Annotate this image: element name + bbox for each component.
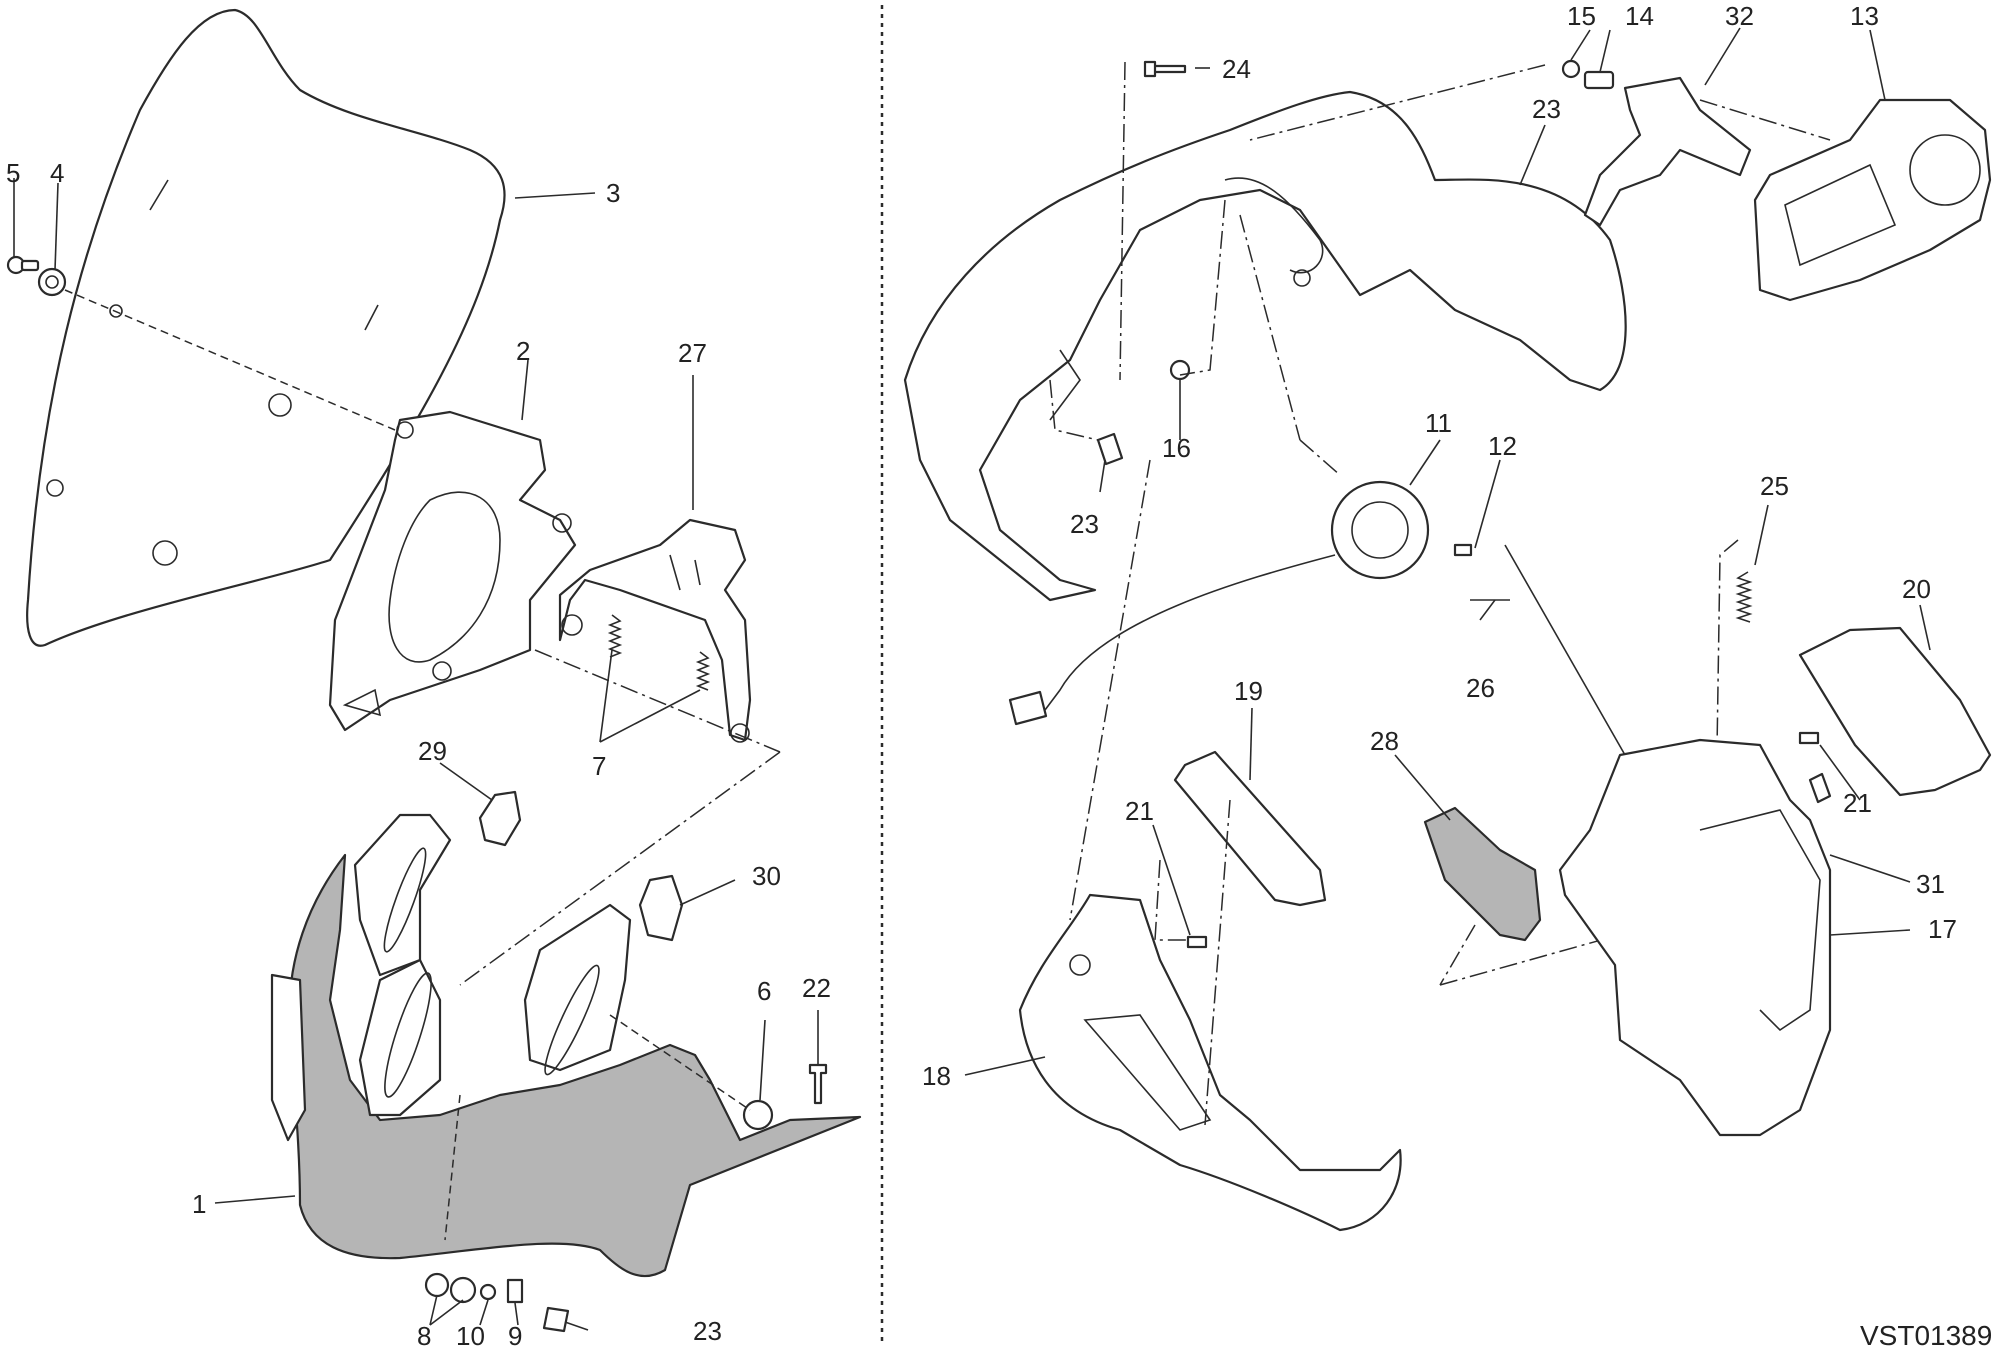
callout-21b: 21 [1843,788,1872,818]
callout-13: 13 [1850,1,1879,31]
callout-7: 7 [592,751,606,781]
callout-23a: 23 [1532,94,1561,124]
callout-18: 18 [922,1061,951,1091]
callout-4: 4 [50,158,64,188]
callout-31: 31 [1916,869,1945,899]
callout-25: 25 [1760,471,1789,501]
callout-6: 6 [757,976,771,1006]
callout-9: 9 [508,1321,522,1351]
part-screw-12 [1453,543,1473,557]
part-windscreen [26,8,506,647]
part-clip-23c [542,1306,570,1333]
callout-20: 20 [1902,574,1931,604]
callout-21a: 21 [1125,796,1154,826]
part-lower-fairing-right [1558,738,1832,1137]
callout-32: 32 [1725,1,1754,31]
part-screw-22 [808,1063,828,1105]
callout-17: 17 [1928,914,1957,944]
part-rod [1504,544,1626,756]
part-windscreen-bracket [328,410,577,732]
part-springs [607,614,711,691]
part-inner-cover-19 [1173,750,1327,907]
part-headlight-frame [558,518,752,743]
callout-19: 19 [1234,676,1263,706]
part-side-panel-20 [1798,626,1992,797]
callout-labels: 1 2 3 4 5 6 7 8 9 10 11 12 13 14 15 16 1… [6,1,1957,1351]
part-nut-16 [1169,359,1191,381]
callout-26: 26 [1466,673,1495,703]
callout-28: 28 [1370,726,1399,756]
part-cover-left [478,790,522,847]
callout-5: 5 [6,158,20,188]
part-instrument-assembly [1561,59,1992,302]
callout-12: 12 [1488,431,1517,461]
part-fasteners [424,1272,524,1304]
callout-27: 27 [678,338,707,368]
callout-23c: 23 [693,1316,722,1346]
callout-15: 15 [1567,1,1596,31]
callout-16: 16 [1162,433,1191,463]
drawing-code: VST01389 [1860,1320,1992,1351]
callout-24: 24 [1222,54,1251,84]
part-screw-21a [1186,935,1208,949]
callout-8: 8 [417,1321,431,1351]
part-horn [1008,480,1430,726]
callout-22: 22 [802,973,831,1003]
part-upper-fairing [903,90,1627,602]
part-screw-and-washer [6,255,67,297]
callout-2: 2 [516,336,530,366]
part-grommet [742,1099,774,1131]
leader-lines [13,27,1931,1331]
callout-23b: 23 [1070,509,1099,539]
callout-14: 14 [1625,1,1654,31]
callout-11: 11 [1425,408,1452,438]
part-spring-25 [1735,571,1753,623]
callout-1: 1 [192,1189,206,1219]
callout-10: 10 [456,1321,485,1351]
part-cover-right [638,874,684,942]
part-clip-23b [1096,432,1124,466]
part-lower-fairing-left [1018,893,1402,1232]
part-front-fairing [270,813,862,1278]
callout-3: 3 [606,178,620,208]
callout-29: 29 [418,736,447,766]
part-screw-21b [1798,731,1820,745]
callout-30: 30 [752,861,781,891]
part-foam-28 [1423,806,1542,942]
part-screw-24 [1143,60,1187,78]
